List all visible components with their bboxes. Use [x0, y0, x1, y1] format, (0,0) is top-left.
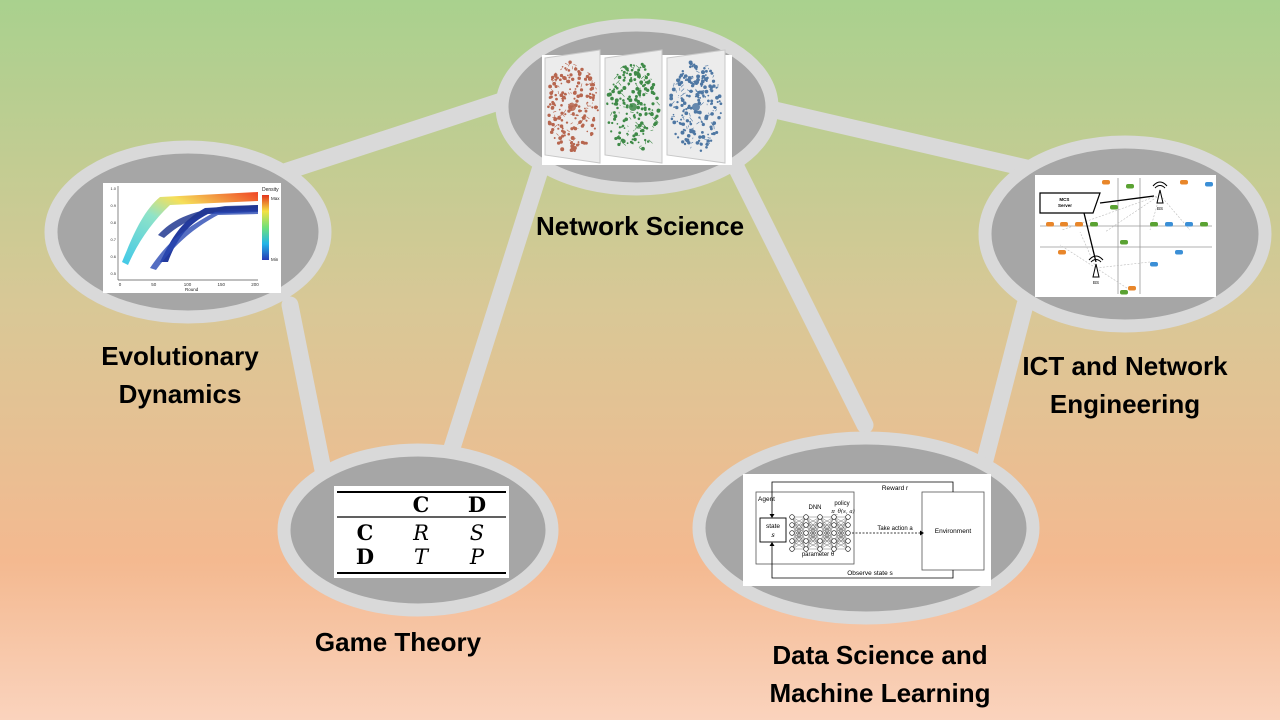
take-action-label: Take action a: [877, 526, 913, 532]
game-theory-label-text: Game Theory: [314, 627, 482, 657]
network-layer-green: [606, 62, 662, 151]
evolutionary-dynamics-node: Density Max Min 0 50 100 150 200 1.0 0.9 0.8 0.…: [44, 140, 332, 324]
server-label: MCS Server: [1058, 197, 1072, 208]
evo-legend-max: Max: [271, 196, 280, 201]
ict-label: ICT and Network Engineering: [980, 347, 1270, 423]
connectors: [251, 86, 1044, 489]
network-science-image: [542, 49, 732, 165]
environment-box: [921, 491, 985, 571]
evo-legend-min: Min: [271, 257, 279, 262]
evo-y-tick: 0.7: [110, 237, 116, 242]
game-theory-label: Game Theory: [268, 623, 528, 661]
evo-x-label: Round: [185, 287, 199, 292]
evo-y-tick: 0.8: [110, 220, 116, 225]
dnn-label: DNN: [809, 505, 822, 511]
connector-network-data: [726, 156, 874, 434]
connector-ict-data: [976, 296, 1034, 469]
ict-node: MCS Server BS BS: [978, 135, 1272, 333]
col-header-c: C: [413, 492, 430, 517]
evo-y-tick: 1.0: [110, 186, 116, 191]
data-science-label-line-1: Data Science and: [772, 640, 988, 670]
data-science-label-line-2: Machine Learning: [769, 678, 991, 708]
evo-y-tick: 0.5: [110, 271, 116, 276]
reward-label: Reward r: [882, 485, 909, 492]
cell-p: P: [469, 545, 485, 569]
cell-t: T: [414, 545, 430, 569]
evo-x-tick: 0: [119, 282, 122, 287]
observe-label: Observe state s: [847, 570, 893, 577]
policy-formula: π_θ(s, a): [830, 508, 855, 515]
parameter-label: parameter θ: [802, 552, 835, 558]
connector-network-evolutionary: [251, 86, 529, 189]
evolutionary-dynamics-label: Evolutionary Dynamics: [50, 337, 310, 413]
row-header-d: D: [356, 544, 374, 569]
network-science-node: [495, 18, 779, 196]
col-header-d: D: [468, 492, 486, 517]
payoff-matrix: C D C R S D T P: [334, 486, 509, 578]
bs-tower-top-icon: [1152, 181, 1168, 204]
data-science-node: Agent DNN policy π_θ(s, a) state s param…: [692, 431, 1040, 625]
neural-network-graphic: [789, 514, 851, 552]
vehicle-icons: [1046, 180, 1213, 295]
game-theory-node: C D C R S D T P: [277, 443, 559, 617]
connector-evolutionary-game: [281, 296, 334, 489]
ict-figure: MCS Server BS BS: [1035, 175, 1216, 297]
evo-y-tick: 0.6: [110, 254, 116, 259]
ict-label-line-1: ICT and Network: [1022, 351, 1228, 381]
agent-label: Agent: [758, 496, 775, 503]
bs-tower-bottom-icon: [1088, 255, 1104, 278]
evolutionary-label-line-1: Evolutionary: [101, 341, 259, 371]
evolutionary-label-line-2: Dynamics: [118, 379, 242, 409]
state-symbol: s: [771, 531, 775, 539]
evo-y-ticks: 1.0 0.9 0.8 0.7 0.6 0.5: [110, 186, 116, 276]
evo-x-ticks: 0 50 100 150 200: [119, 282, 260, 287]
environment-label: Environment: [935, 528, 972, 535]
connector-network-ict: [766, 101, 1044, 179]
evo-x-tick: 100: [184, 282, 192, 287]
evo-x-tick: 50: [151, 282, 157, 287]
network-science-label-text: Network Science: [535, 211, 745, 241]
state-box: [759, 517, 787, 543]
server-box: [1039, 192, 1101, 214]
ict-label-line-2: Engineering: [1049, 389, 1201, 419]
evo-legend-title: Density: [262, 187, 279, 193]
network-layer-blue: [669, 60, 723, 153]
agent-box: [755, 491, 855, 565]
network-layer-red: [547, 60, 599, 153]
state-label: state: [766, 523, 780, 530]
evo-y-tick: 0.9: [110, 203, 116, 208]
evolutionary-plot: Density Max Min 0 50 100 150 200 1.0 0.9 0.8 0.…: [103, 183, 281, 293]
cell-r: R: [412, 521, 429, 545]
evo-x-tick: 200: [251, 282, 259, 287]
policy-label: policy: [834, 501, 849, 507]
bs-label-bottom: BS: [1093, 280, 1099, 285]
data-science-label: Data Science and Machine Learning: [730, 636, 1030, 712]
network-science-label: Network Science: [500, 207, 780, 245]
cell-s: S: [470, 521, 484, 545]
rl-figure: Agent DNN policy π_θ(s, a) state s param…: [743, 474, 991, 586]
row-header-c: C: [357, 520, 374, 545]
connector-network-game: [436, 161, 549, 479]
evo-x-tick: 150: [217, 282, 225, 287]
bs-label-top: BS: [1157, 206, 1163, 211]
